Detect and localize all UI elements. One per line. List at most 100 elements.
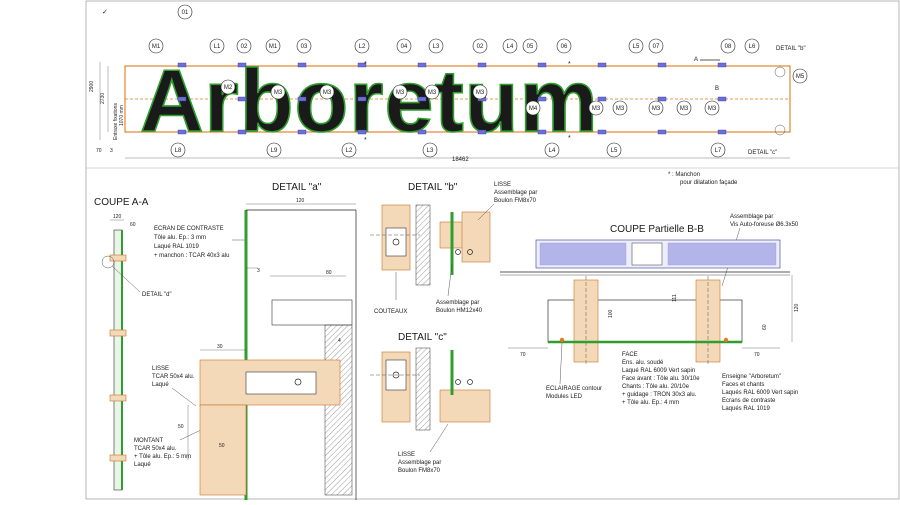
svg-text:Ecrans de contraste: Ecrans de contraste [722,398,776,404]
callout-bubble-l6: L6 [744,38,760,54]
detail-a-dim-120: 120 [296,198,305,204]
detail-a-bracket [271,299,353,326]
svg-text:LISSE: LISSE [152,366,169,372]
callout-bubble-m3: M3 [648,100,664,116]
enseigne-note: Enseigne "Arboretum" Faces et chants Laq… [722,374,798,412]
svg-text:Laqué: Laqué [152,382,169,388]
svg-text:06: 06 [561,44,568,50]
callout-bubble-m3: M3 [270,84,286,100]
svg-text:Laqué RAL 6009 Vert sapin: Laqué RAL 6009 Vert sapin [622,368,695,374]
callout-bubble-l2: L2 [354,38,370,54]
svg-text:ECRAN DE CONTRASTE: ECRAN DE CONTRASTE [154,226,224,232]
detail-b-title: DETAIL "b" [408,182,458,193]
eclairage-note: ECLAIRAGE contour Modules LED [546,342,602,400]
manchon-star: * [364,61,367,68]
svg-text:Laqué: Laqué [134,462,151,468]
svg-text:02: 02 [241,44,248,50]
section-marker-b: B [715,86,719,92]
detail-a-title: DETAIL "a" [272,182,322,193]
svg-text:Modules LED: Modules LED [546,394,583,400]
callout-bubble-04: 04 [396,38,412,54]
callout-bubble-l7: L7 [710,142,726,158]
detail-a-montant [199,404,247,496]
svg-text:M3: M3 [680,106,689,112]
svg-text:L5: L5 [611,148,618,154]
callout-bubble-l5: L5 [628,38,644,54]
top-left-corner-mark: ✓ [102,9,108,16]
svg-text:Chants : Tôle alu. 20/10e: Chants : Tôle alu. 20/10e [622,384,690,390]
entraxe-value: 1070 mm [119,105,125,126]
fixation-modules [177,62,727,135]
svg-text:Vis Auto-foreuse Ø6.3x50: Vis Auto-foreuse Ø6.3x50 [730,222,799,228]
svg-text:+ manchon : TCAR 40x3 alu: + manchon : TCAR 40x3 alu [154,253,229,259]
svg-text:LISSE: LISSE [494,182,511,188]
ecran-contraste-note: ECRAN DE CONTRASTE Tôle alu. Ep.: 3 mm L… [154,226,246,259]
sheet-border [85,0,900,500]
detail-b: DETAIL "b" LISSE Assemblage par Boulon F… [370,182,537,315]
svg-text:ECLAIRAGE contour: ECLAIRAGE contour [546,386,602,392]
svg-text:01: 01 [182,10,189,16]
svg-text:TCAR 50x4 alu.: TCAR 50x4 alu. [134,446,177,452]
svg-text:05: 05 [527,44,534,50]
callout-bubble-m3: M3 [392,84,408,100]
callout-bubble-m3: M3 [588,100,604,116]
svg-text:+ Tôle alu. Ep.: 5 mm: + Tôle alu. Ep.: 5 mm [134,454,191,460]
svg-text:L3: L3 [427,148,434,154]
coupe-aa-lisse-1 [109,254,127,262]
coupe-bb-dim-111: 111 [672,294,678,302]
callout-bubble-m3: M3 [472,84,488,100]
manchon-star-3: * [364,137,367,144]
svg-text:+ guidage : TRON 30x3 alu.: + guidage : TRON 30x3 alu. [622,392,697,398]
svg-text:Assemblage par: Assemblage par [398,460,441,466]
callout-bubble-01: 01 [177,4,193,20]
coupe-aa-title: COUPE A-A [94,197,149,208]
callout-bubble-l2: L2 [341,142,357,158]
svg-text:02: 02 [477,44,484,50]
lisse-note: LISSE TCAR 50x4 alu. Laqué [152,366,197,407]
couteaux-label: COUTEAUX [374,309,407,315]
detail-c-wall [415,347,431,431]
coupe-bb-title: COUPE Partielle B-B [610,224,704,235]
detail-b-circle [774,66,786,78]
svg-text:Boulon FM8x70: Boulon FM8x70 [398,468,441,474]
svg-text:L5: L5 [633,44,640,50]
svg-text:M3: M3 [323,90,332,96]
dim-70: 70 [96,148,102,154]
callout-bubble-03: 03 [296,38,312,54]
section-marker-a: A [694,57,698,63]
callout-bubble-l3: L3 [428,38,444,54]
coupe-aa-lisse-4 [109,454,127,462]
svg-text:M3: M3 [428,90,437,96]
svg-text:M3: M3 [396,90,405,96]
coupe-bb-dim-60: 60 [762,324,768,330]
coupe-aa-detail-d-circle [101,255,115,269]
detail-a-dim-4: 4 [338,338,341,344]
svg-text:Laqués RAL 1019: Laqués RAL 1019 [722,406,770,412]
svg-text:Faces et chants: Faces et chants [722,382,764,388]
svg-text:L4: L4 [549,148,556,154]
detail-a: DETAIL "a" 120 3 80 30 4 50 50 [178,182,357,500]
dim-2900: 2900 [89,81,95,92]
svg-text:07: 07 [653,44,660,50]
arboretum-lettering: Arboretum [140,51,599,150]
detail-a-wall [324,324,353,496]
svg-text:03: 03 [301,44,308,50]
callout-bubble-m3: M3 [424,84,440,100]
callout-bubble-06: 06 [556,38,572,54]
svg-text:M3: M3 [616,106,625,112]
callout-bubble-m3: M3 [676,100,692,116]
callout-bubble-l8: L8 [170,142,186,158]
coupe-aa-lisse-3 [109,394,127,402]
svg-text:+ Tôle alu. Ep.: 4 mm: + Tôle alu. Ep.: 4 mm [622,400,679,406]
coupe-bb-dim-100: 100 [608,309,614,318]
svg-text:L9: L9 [271,148,278,154]
svg-text:LISSE: LISSE [398,452,415,458]
callout-bubble-02: 02 [472,38,488,54]
detail-a-dim-3: 3 [257,268,260,274]
callout-bubble-02: 02 [236,38,252,54]
callout-bubble-l4: L4 [544,142,560,158]
callout-bubble-m2: M2 [220,79,236,95]
entraxe-label: Entraxe fixations [113,103,119,140]
svg-text:MONTANT: MONTANT [134,438,164,444]
